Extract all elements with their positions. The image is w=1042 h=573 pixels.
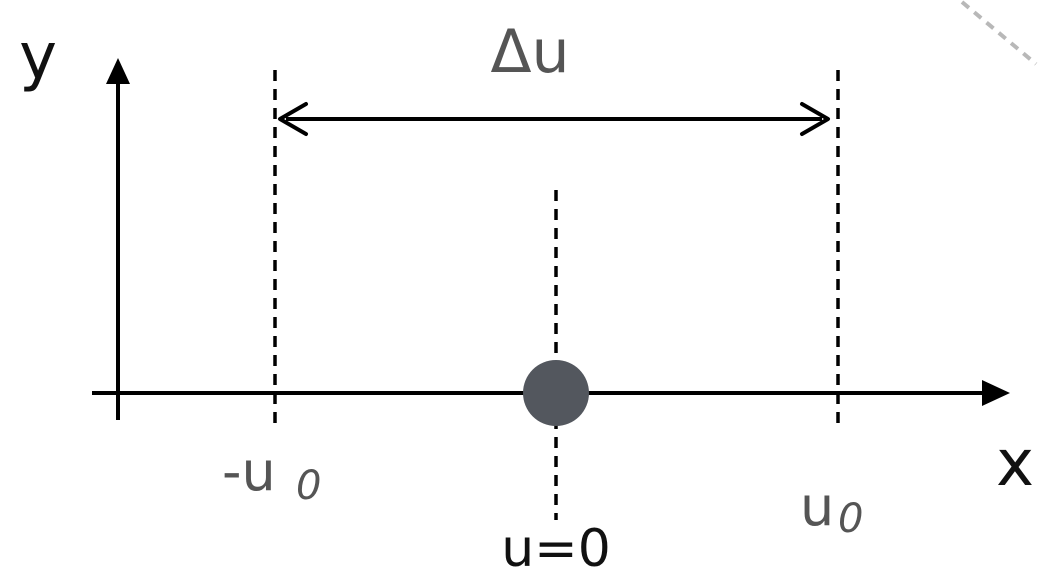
delta-u-label: Δu	[490, 17, 569, 87]
delta-arrow-left-head	[278, 102, 308, 136]
particle	[523, 360, 589, 426]
y-axis-label: y	[19, 20, 57, 94]
pos-bound-subscript: 0	[838, 496, 863, 542]
center-label: u=0	[501, 519, 611, 573]
neg-bound-label: -u	[222, 440, 276, 503]
y-axis-arrowhead	[106, 58, 130, 84]
x-axis-label: x	[996, 427, 1034, 501]
delta-arrow-right-head	[800, 102, 830, 136]
corner-dashed-line	[960, 0, 1038, 66]
pos-bound-label: u	[800, 475, 834, 538]
neg-bound-subscript: 0	[296, 463, 321, 509]
x-axis-arrowhead	[982, 380, 1010, 406]
